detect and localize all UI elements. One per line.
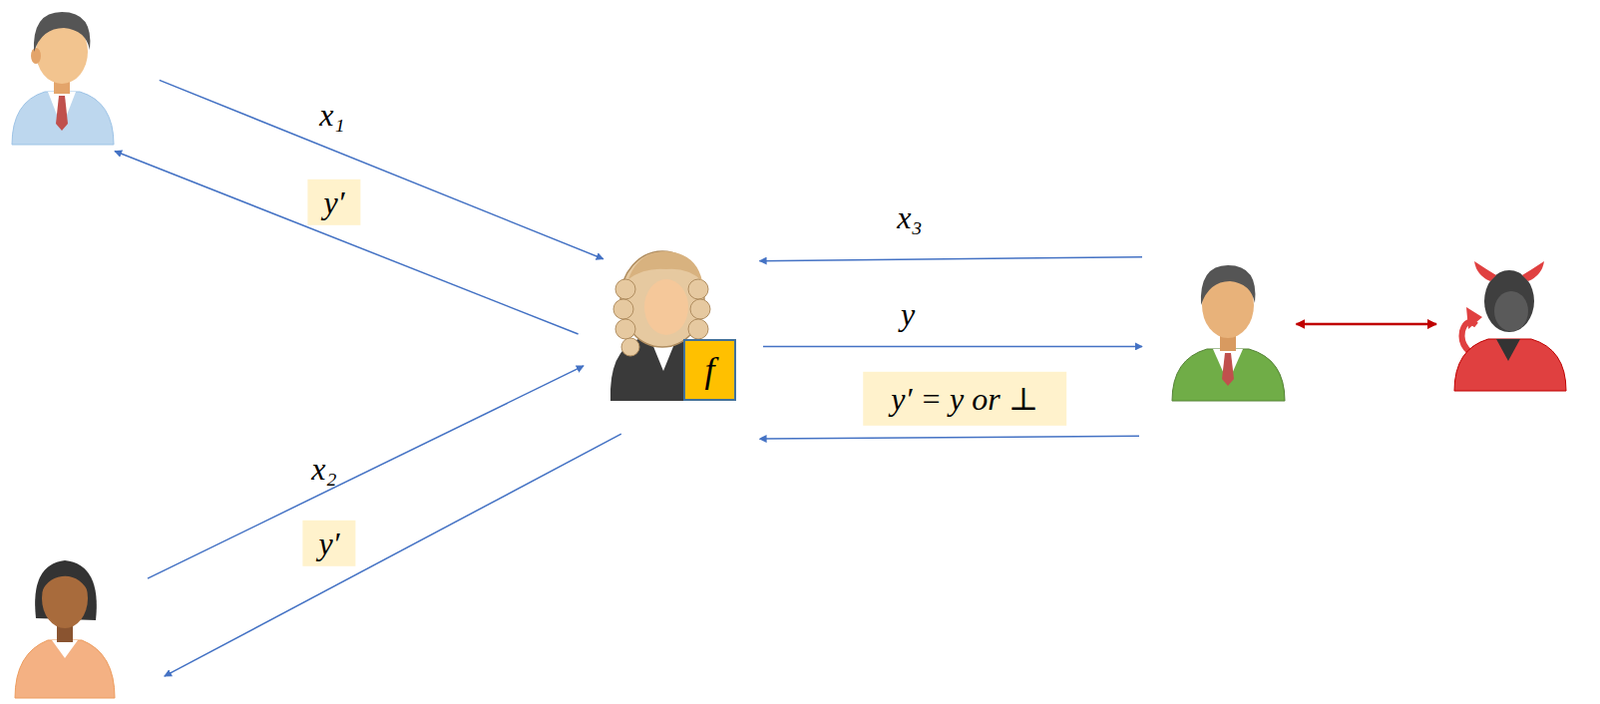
judge-figure-part xyxy=(688,319,709,340)
party-figure xyxy=(1172,265,1285,401)
message-arrow xyxy=(147,366,584,579)
party-figure-part xyxy=(39,562,90,597)
judge-figure-part xyxy=(613,299,634,320)
adversary-node xyxy=(1436,261,1572,392)
message-arrow xyxy=(164,433,622,677)
judge-node: f xyxy=(583,247,764,442)
judge-figure-part xyxy=(621,338,640,357)
function-label: f xyxy=(683,339,737,401)
judge-figure-part xyxy=(644,279,689,336)
message-arrow xyxy=(114,150,579,335)
party-figure xyxy=(14,560,115,699)
message-label: x₂ xyxy=(311,449,337,488)
party-node xyxy=(14,553,155,694)
devil-figure-part xyxy=(1454,339,1567,392)
message-arrow xyxy=(159,79,604,259)
party-node xyxy=(9,4,150,150)
party-figure-part xyxy=(1221,353,1234,387)
party-figure xyxy=(11,11,114,145)
devil-figure xyxy=(1454,261,1567,392)
judge-figure-part xyxy=(615,279,636,300)
message-label: y xyxy=(900,295,915,334)
party-figure-part xyxy=(55,95,68,131)
message-label: y′ xyxy=(307,179,361,226)
message-arrow xyxy=(759,257,1143,262)
judge-figure-part xyxy=(615,319,636,340)
message-arrow xyxy=(763,346,1143,349)
party-figure-part xyxy=(11,91,114,145)
devil-figure-part xyxy=(1466,307,1483,330)
devil-figure-part xyxy=(1496,339,1521,362)
judge-figure-part xyxy=(628,251,703,282)
party-figure-part xyxy=(51,640,78,659)
party-figure-part xyxy=(30,47,41,64)
message-label: y′ = y or ⊥ xyxy=(862,372,1067,426)
party-figure-part xyxy=(14,640,115,699)
party-figure-part xyxy=(1200,265,1256,306)
message-label: x₃ xyxy=(896,198,922,237)
devil-figure-part xyxy=(1522,261,1545,282)
judge-figure-part xyxy=(690,299,711,320)
channel-arrow xyxy=(1296,323,1438,327)
message-label: x₁ xyxy=(319,95,345,134)
devil-figure-part xyxy=(1474,261,1497,282)
judge-figure-part xyxy=(688,279,709,300)
message-arrow xyxy=(759,435,1140,439)
party-figure-part xyxy=(33,11,91,52)
party-figure-part xyxy=(1172,349,1285,401)
party-node xyxy=(1142,249,1292,444)
message-label: y′ xyxy=(302,520,356,567)
devil-figure-part xyxy=(1494,291,1529,332)
